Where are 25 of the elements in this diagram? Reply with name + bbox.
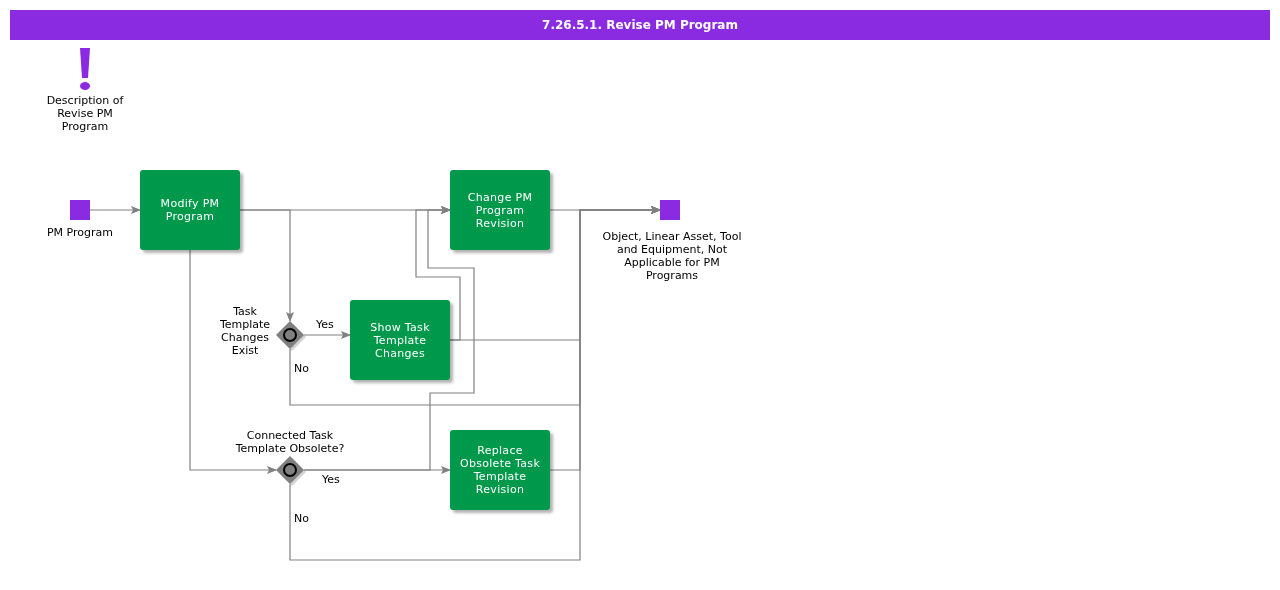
edge-label: Yes	[316, 319, 334, 331]
node-caption: Connected Task Template Obsolete?	[234, 429, 346, 455]
task-box: Replace Obsolete Task Template Revision	[450, 430, 550, 510]
connector-arrow	[189, 249, 277, 474]
start-event	[70, 200, 90, 220]
node-caption: Task Template Changes Exist	[218, 305, 272, 357]
end-event	[660, 200, 680, 220]
gateway-diamond	[276, 321, 304, 349]
connector-arrow	[549, 206, 661, 471]
node-caption: PM Program	[45, 226, 114, 239]
connector-arrow	[239, 209, 294, 322]
connector-arrow	[303, 206, 475, 471]
edge-label: No	[294, 363, 309, 375]
connector-arrow	[415, 206, 461, 341]
annotation-text: Description of Revise PM Program	[45, 94, 125, 133]
task-box: Show Task Template Changes	[350, 300, 450, 380]
title-bar: 7.26.5.1. Revise PM Program	[10, 10, 1270, 40]
task-box: Change PM Program Revision	[450, 170, 550, 250]
connector-arrow	[89, 206, 141, 214]
gateway-diamond	[276, 456, 304, 484]
task-box: Modify PM Program	[140, 170, 240, 250]
edge-label: Yes	[322, 474, 340, 486]
node-caption: Object, Linear Asset, Tool and Equipment, Not Applicable for PM Programs	[601, 230, 743, 282]
edge-label: No	[294, 513, 309, 525]
connector-arrow	[303, 331, 351, 339]
